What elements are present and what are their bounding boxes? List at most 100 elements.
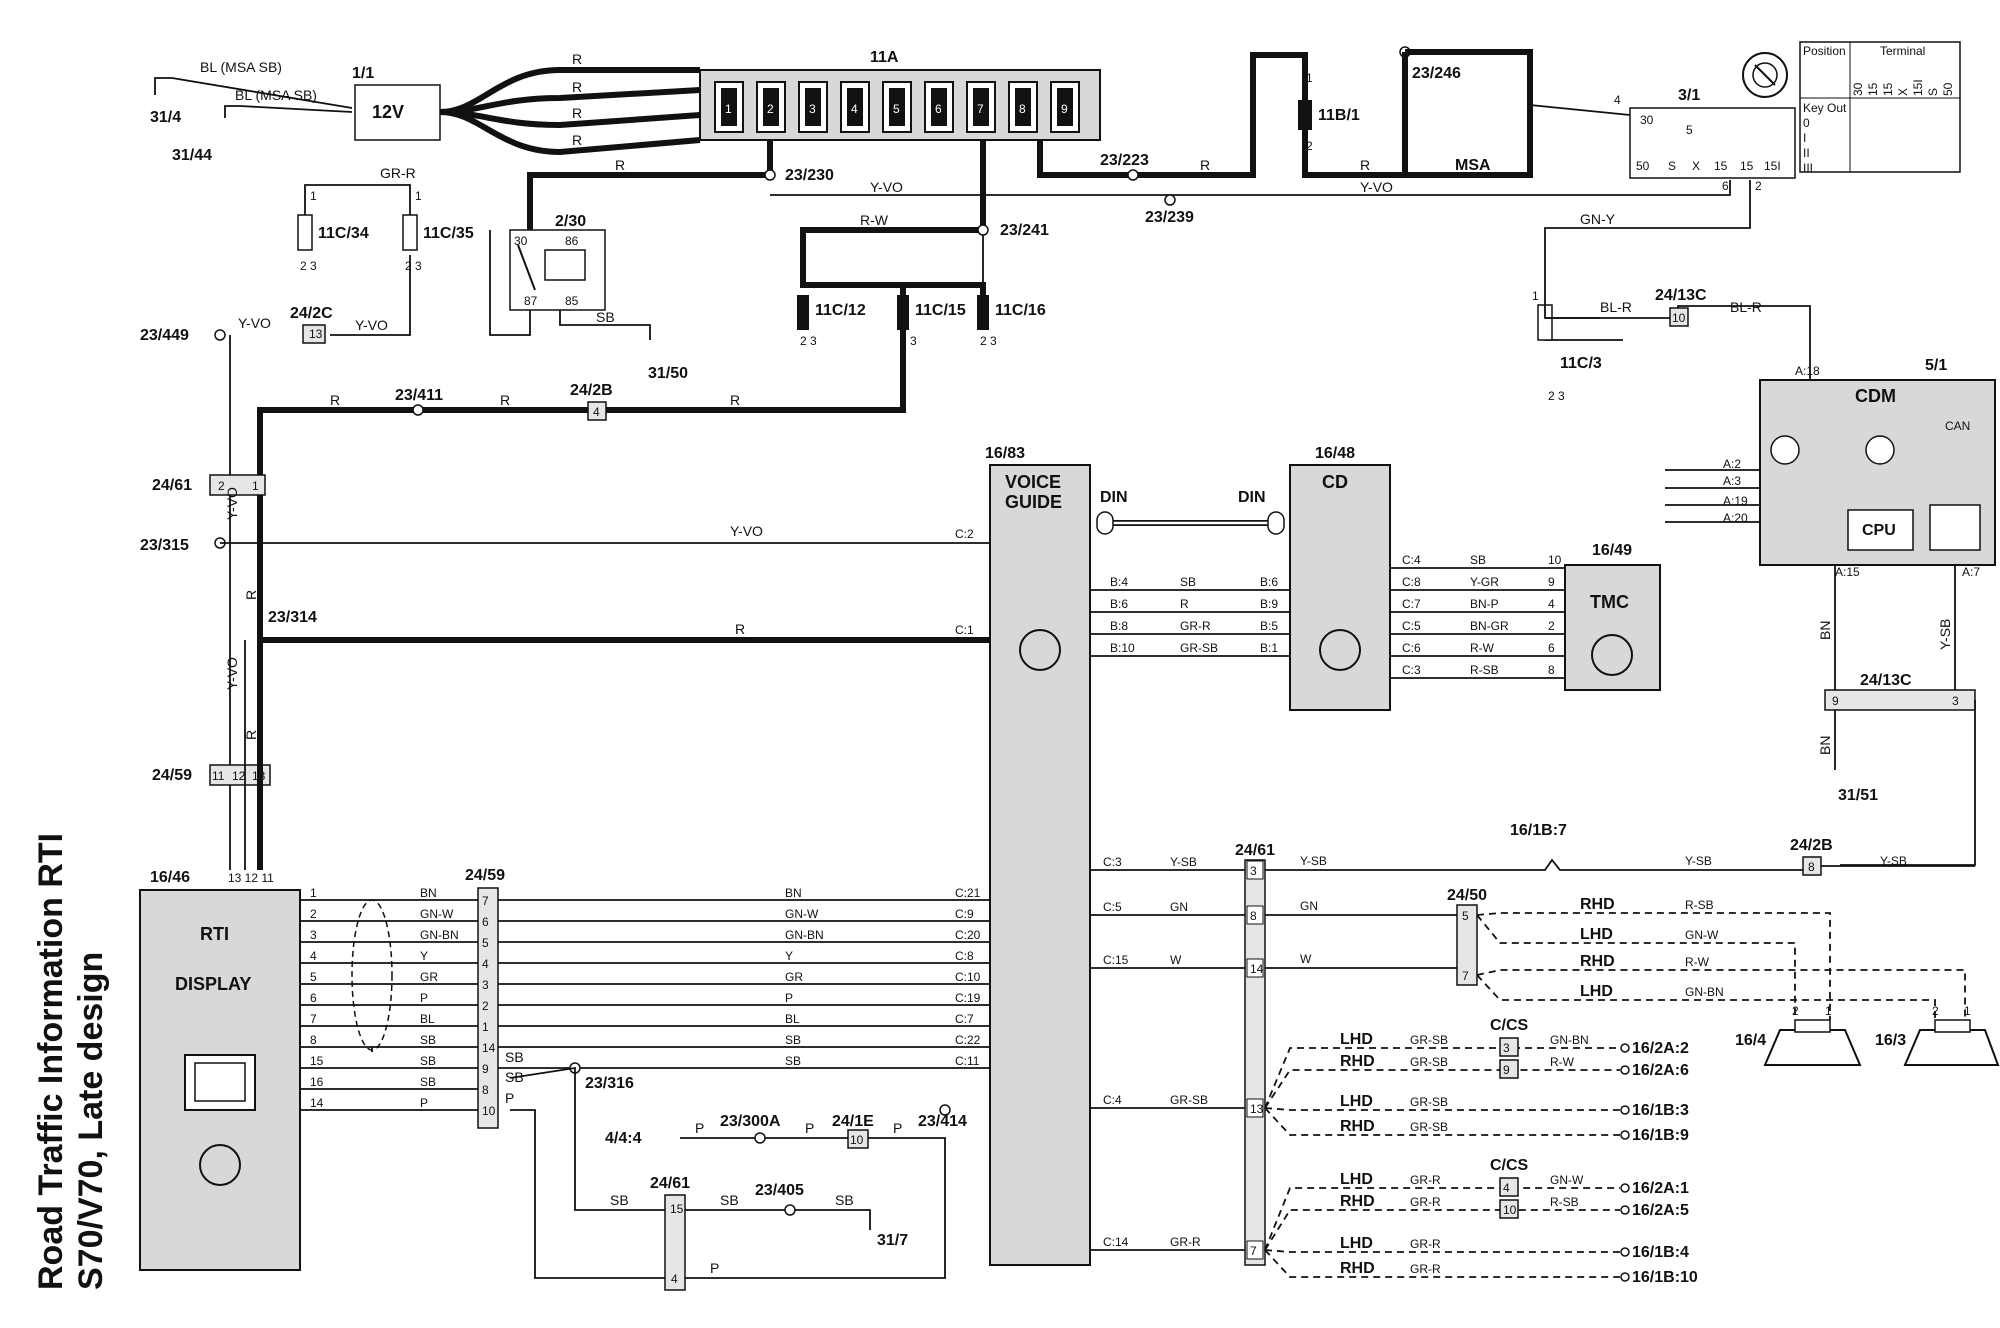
fuse-body (931, 88, 947, 126)
wire-color: GR-R (1170, 1235, 1201, 1249)
svg-text:1: 1 (1532, 289, 1539, 303)
fuse-body (805, 88, 821, 126)
wire-sb-b2: SB (720, 1192, 739, 1208)
wire-rw-241: R-W (860, 212, 889, 228)
connector-24-2b-top (587, 401, 607, 421)
output-wire: GR-R (1410, 1262, 1441, 1276)
speaker-right-icon (1903, 1029, 2000, 1066)
output-terminal (1620, 1247, 1630, 1257)
fuse-number: 6 (935, 102, 942, 116)
output-side: RHD (1340, 1193, 1375, 1210)
wire-color: P (420, 991, 428, 1005)
output-wire: GR-R (1410, 1173, 1441, 1187)
fuse-body (847, 88, 863, 126)
ignition-switch-box (1629, 107, 1796, 179)
cd-id: 16/48 (1315, 445, 1355, 462)
rti-pin: 8 (310, 1033, 317, 1047)
ignition-position-table (1799, 41, 1961, 173)
rti-pin: 3 (310, 928, 317, 942)
c2459-pin: 7 (482, 894, 489, 908)
wire-color: SB (1180, 575, 1196, 589)
splice-23-230 (764, 169, 776, 181)
vg-right-pin: C:5 (1103, 900, 1122, 914)
output-terminal (1620, 1065, 1630, 1075)
fuse-number: 5 (893, 102, 900, 116)
vg-pin-b: B:8 (1110, 619, 1128, 633)
vg-pin: C:19 (955, 991, 981, 1005)
ccs-pin-box (1499, 1059, 1519, 1079)
table-position-header: Position (1803, 44, 1846, 58)
ign-pin-15b: 15 (1740, 159, 1754, 173)
connector-24-50 (1456, 904, 1478, 986)
fuse-11c35-label: 11C/35 (423, 225, 474, 242)
ign-pin-15a: 15 (1714, 159, 1728, 173)
output-terminal (1620, 1205, 1630, 1215)
output-dest: 16/1B:10 (1632, 1269, 1698, 1286)
connector-24-13c-label: 24/13C (1655, 287, 1707, 304)
connector-24-2c-label: 24/2C (290, 305, 333, 322)
voice-guide-label-2: GUIDE (1005, 492, 1062, 512)
ign-pin-15i: 15I (1764, 159, 1781, 173)
vg-pin-b: B:10 (1110, 641, 1135, 655)
connector-24-13c-top (1669, 307, 1689, 327)
c2459-pin: 1 (482, 1020, 489, 1034)
fuse-11c12-label: 11C/12 (815, 302, 866, 319)
ccs-label-2: C/CS (1490, 1157, 1529, 1174)
c2459-pin: 14 (482, 1041, 496, 1055)
connector-24-2b-right-label: 24/2B (1790, 837, 1833, 854)
cdm-cpu-box (1847, 509, 1914, 551)
wire-color: P (785, 991, 793, 1005)
svg-text:5: 5 (1462, 909, 1469, 923)
connector-24-61-bottom-label: 24/61 (650, 1175, 690, 1192)
wire-color: BN-P (1470, 597, 1499, 611)
transistor-icon-tmc (1591, 634, 1633, 676)
battery-label: 12V (372, 102, 404, 122)
svg-text:1: 1 (415, 189, 422, 203)
table-position: I (1803, 131, 1806, 145)
transistor-icon-vg (1019, 629, 1061, 671)
fuses-11c-12-15-16: 23/241 R-W 11C/12 11C/15 11C/16 2 3 2 3 … (257, 140, 1049, 870)
ignition-id: 3/1 (1678, 87, 1700, 104)
splice-label-23-314: 23/314 (268, 609, 317, 626)
wire-color: GN-BN (785, 928, 824, 942)
ccs-pin: 10 (1503, 1203, 1517, 1217)
wire-color: W (1300, 952, 1312, 966)
wire-color: Y-SB (1685, 854, 1712, 868)
voice-guide-id: 16/83 (985, 445, 1025, 462)
cd-pin-b: B:6 (1260, 575, 1278, 589)
connector-24-59-label: 24/59 (465, 867, 505, 884)
cdm-pin-a3: A:3 (1723, 474, 1741, 488)
speaker-left-icon (1763, 1029, 1862, 1066)
output-wire: GR-SB (1410, 1033, 1448, 1047)
left-trunk: 23/449 Y-VO 13 24/2C R R R 23/411 4 24/2… (140, 305, 740, 870)
wire-bl-msa-1: BL (MSA SB) (200, 59, 282, 75)
ign-pin-s: S (1668, 159, 1676, 173)
table-terminal: 15I (1911, 79, 1925, 96)
connector-24-2b-right (1802, 856, 1822, 876)
cdm-pin-a2: A:2 (1723, 457, 1741, 471)
wire-p-bottom-a: P (695, 1120, 704, 1136)
wire-bn-cdm: BN (1817, 621, 1833, 640)
wire-color: R (1180, 597, 1189, 611)
cdm-module: 11C/3 1 2 3 BL-R BL-R 10 24/13C 5/1 CDM … (1532, 287, 1996, 866)
title-line-1: Road Traffic Information RTI (32, 833, 70, 1290)
rti-pin: 5 (310, 970, 317, 984)
speaker-wire: R-W (1685, 955, 1710, 969)
table-position: II (1803, 146, 1810, 160)
transistor-icon-rti (199, 1144, 241, 1186)
fuse-11c15 (897, 295, 909, 330)
title-line-2: S70/V70, Late design (72, 952, 110, 1290)
transistor-icon-cdm (1865, 435, 1895, 465)
cd-pin-b: B:1 (1260, 641, 1278, 655)
table-terminal: 15 (1881, 82, 1895, 96)
fuse-body (763, 88, 779, 126)
svg-text:10: 10 (850, 1133, 864, 1147)
svg-text:1: 1 (1306, 71, 1313, 85)
ccs-pin: 4 (1503, 1181, 1510, 1195)
output-wire: GR-SB (1410, 1055, 1448, 1069)
wire-bn-31-51: BN (1817, 736, 1833, 755)
vg-pin-c1: C:1 (955, 623, 974, 637)
fuse-body (721, 88, 737, 126)
